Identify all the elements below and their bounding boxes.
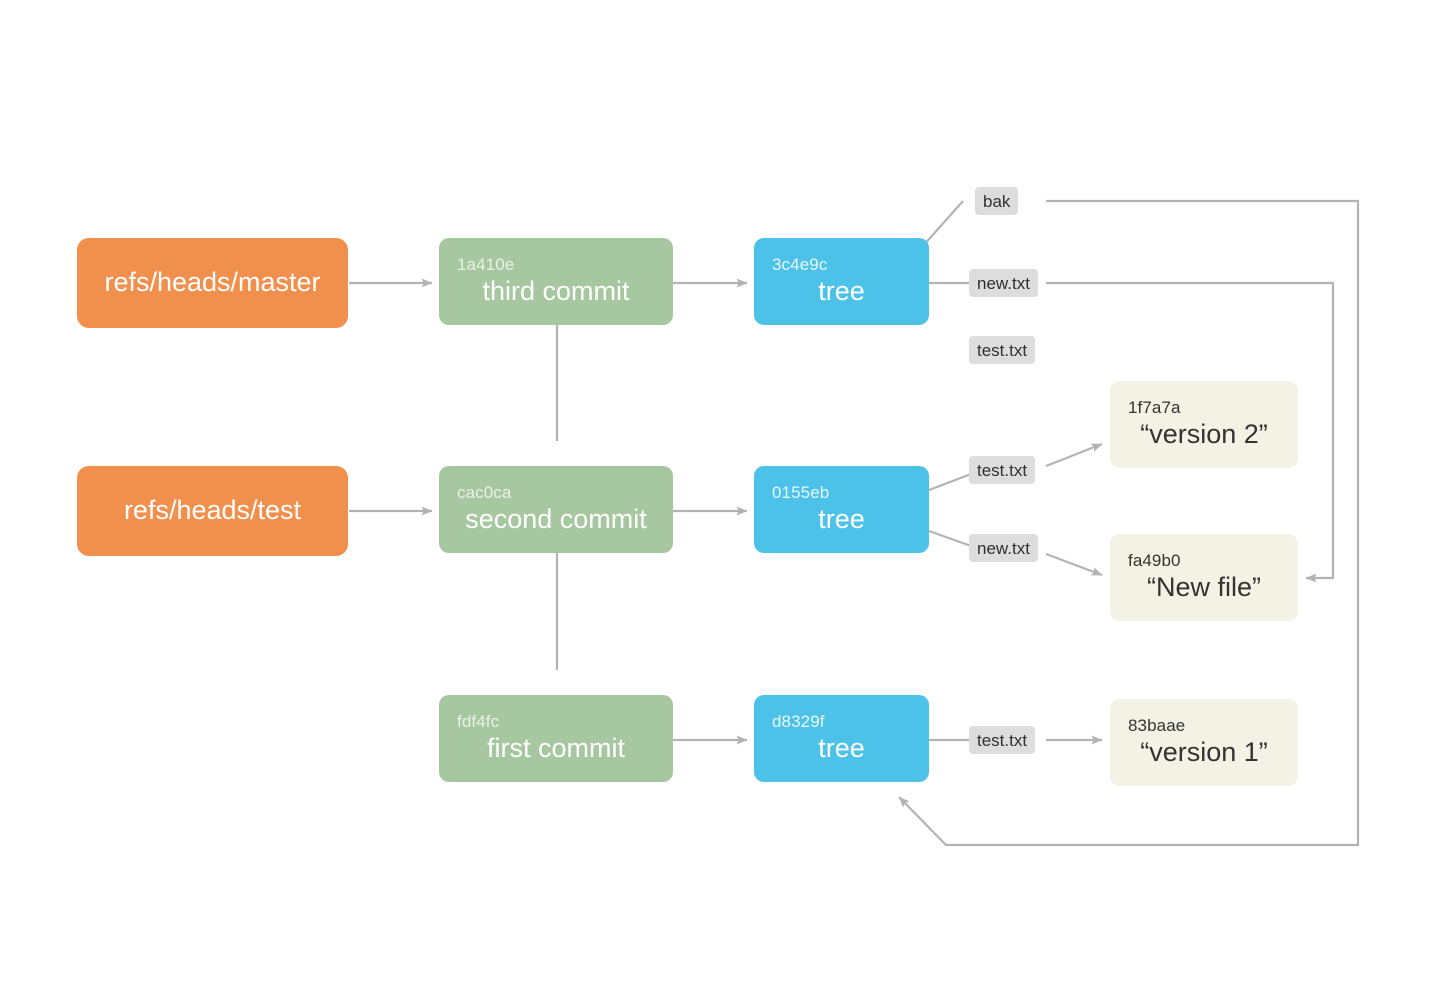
commit-node-first[interactable]: fdf4fc first commit xyxy=(439,695,673,782)
edge-label-test-bot: test.txt xyxy=(969,726,1036,754)
ref-master-label: refs/heads/master xyxy=(104,267,321,298)
commit-node-second[interactable]: cac0ca second commit xyxy=(439,466,673,553)
blob-83baae-label: “version 1” xyxy=(1140,737,1268,768)
tree-node-3c4e9c[interactable]: 3c4e9c tree xyxy=(754,238,929,325)
ref-node-test[interactable]: refs/heads/test xyxy=(77,466,348,556)
edge-label-new-top-text: new.txt xyxy=(977,273,1030,293)
blob-fa49b0-label: “New file” xyxy=(1146,572,1261,603)
tree-3c4e9c-label: tree xyxy=(818,276,865,307)
tree-3c4e9c-hash: 3c4e9c xyxy=(772,254,828,274)
tree-d8329f-label: tree xyxy=(818,733,865,764)
commit-first-hash: fdf4fc xyxy=(457,711,500,731)
edge-tree0155eb-newtxt xyxy=(928,529,972,548)
commit-third-hash: 1a410e xyxy=(457,254,515,274)
blob-1f7a7a-hash: 1f7a7a xyxy=(1128,397,1181,417)
edge-label-test-mid-text: test.txt xyxy=(977,460,1028,480)
tree-0155eb-label: tree xyxy=(818,504,865,535)
tree-node-0155eb[interactable]: 0155eb tree xyxy=(754,466,929,553)
edge-label-new-mid-text: new.txt xyxy=(977,538,1030,558)
edge-label-new-top: new.txt xyxy=(969,269,1038,297)
blob-node-83baae[interactable]: 83baae “version 1” xyxy=(1110,699,1298,786)
commit-second-label: second commit xyxy=(465,504,647,535)
blob-fa49b0-hash: fa49b0 xyxy=(1128,550,1181,570)
commit-third-label: third commit xyxy=(482,276,630,307)
edge-testtxt-to-version2 xyxy=(1045,442,1103,468)
tree-0155eb-hash: 0155eb xyxy=(772,482,830,502)
ref-node-master[interactable]: refs/heads/master xyxy=(77,238,348,328)
blob-node-1f7a7a[interactable]: 1f7a7a “version 2” xyxy=(1110,381,1298,468)
commit-node-third[interactable]: 1a410e third commit xyxy=(439,238,673,325)
edge-label-test-top-text: test.txt xyxy=(977,340,1028,360)
edge-tree0155eb-testtxt xyxy=(928,472,972,492)
commit-second-hash: cac0ca xyxy=(457,482,512,502)
blob-node-fa49b0[interactable]: fa49b0 “New file” xyxy=(1110,534,1298,621)
ref-test-label: refs/heads/test xyxy=(123,495,302,526)
edge-label-test-mid: test.txt xyxy=(969,456,1036,484)
edge-label-test-bot-text: test.txt xyxy=(977,730,1028,750)
edge-newtxt-to-newfile xyxy=(1045,552,1103,577)
edge-label-test-top: test.txt xyxy=(969,336,1036,364)
commit-first-label: first commit xyxy=(487,733,625,764)
edge-label-new-mid: new.txt xyxy=(969,534,1038,562)
tree-node-d8329f[interactable]: d8329f tree xyxy=(754,695,929,782)
blob-83baae-hash: 83baae xyxy=(1128,715,1186,735)
edge-tree3c4e9c-bak xyxy=(921,200,964,248)
blob-1f7a7a-label: “version 2” xyxy=(1140,419,1268,450)
edge-label-bak: bak xyxy=(975,187,1019,215)
edge-label-bak-text: bak xyxy=(983,191,1011,211)
tree-d8329f-hash: d8329f xyxy=(772,711,825,731)
